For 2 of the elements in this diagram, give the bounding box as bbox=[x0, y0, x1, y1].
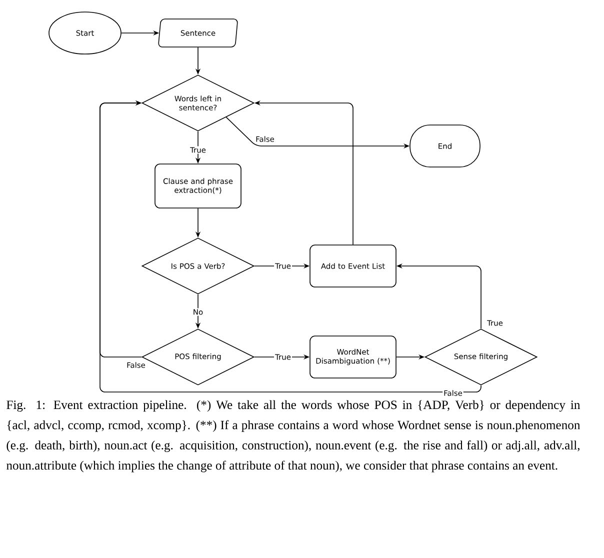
arrow bbox=[100, 100, 482, 392]
caption: Fig. 1: Event extraction pipeline. (*) We take all the words whose POS in {ADP, Verb} or dependency in {acl, advcl, ccomp, rcmod, xcomp}. (**) If a phrase contains a word whose Wordnet sense is noun.phenomenon (e.g. death, birth), noun.act (e.g. acquisition, construction), noun.event (e.g. the rise and fall) or adj.all, adv.all, noun.attribute (which implies the change of attribute of that noun), we consider that phrase contains an event. bbox=[6, 400, 580, 472]
